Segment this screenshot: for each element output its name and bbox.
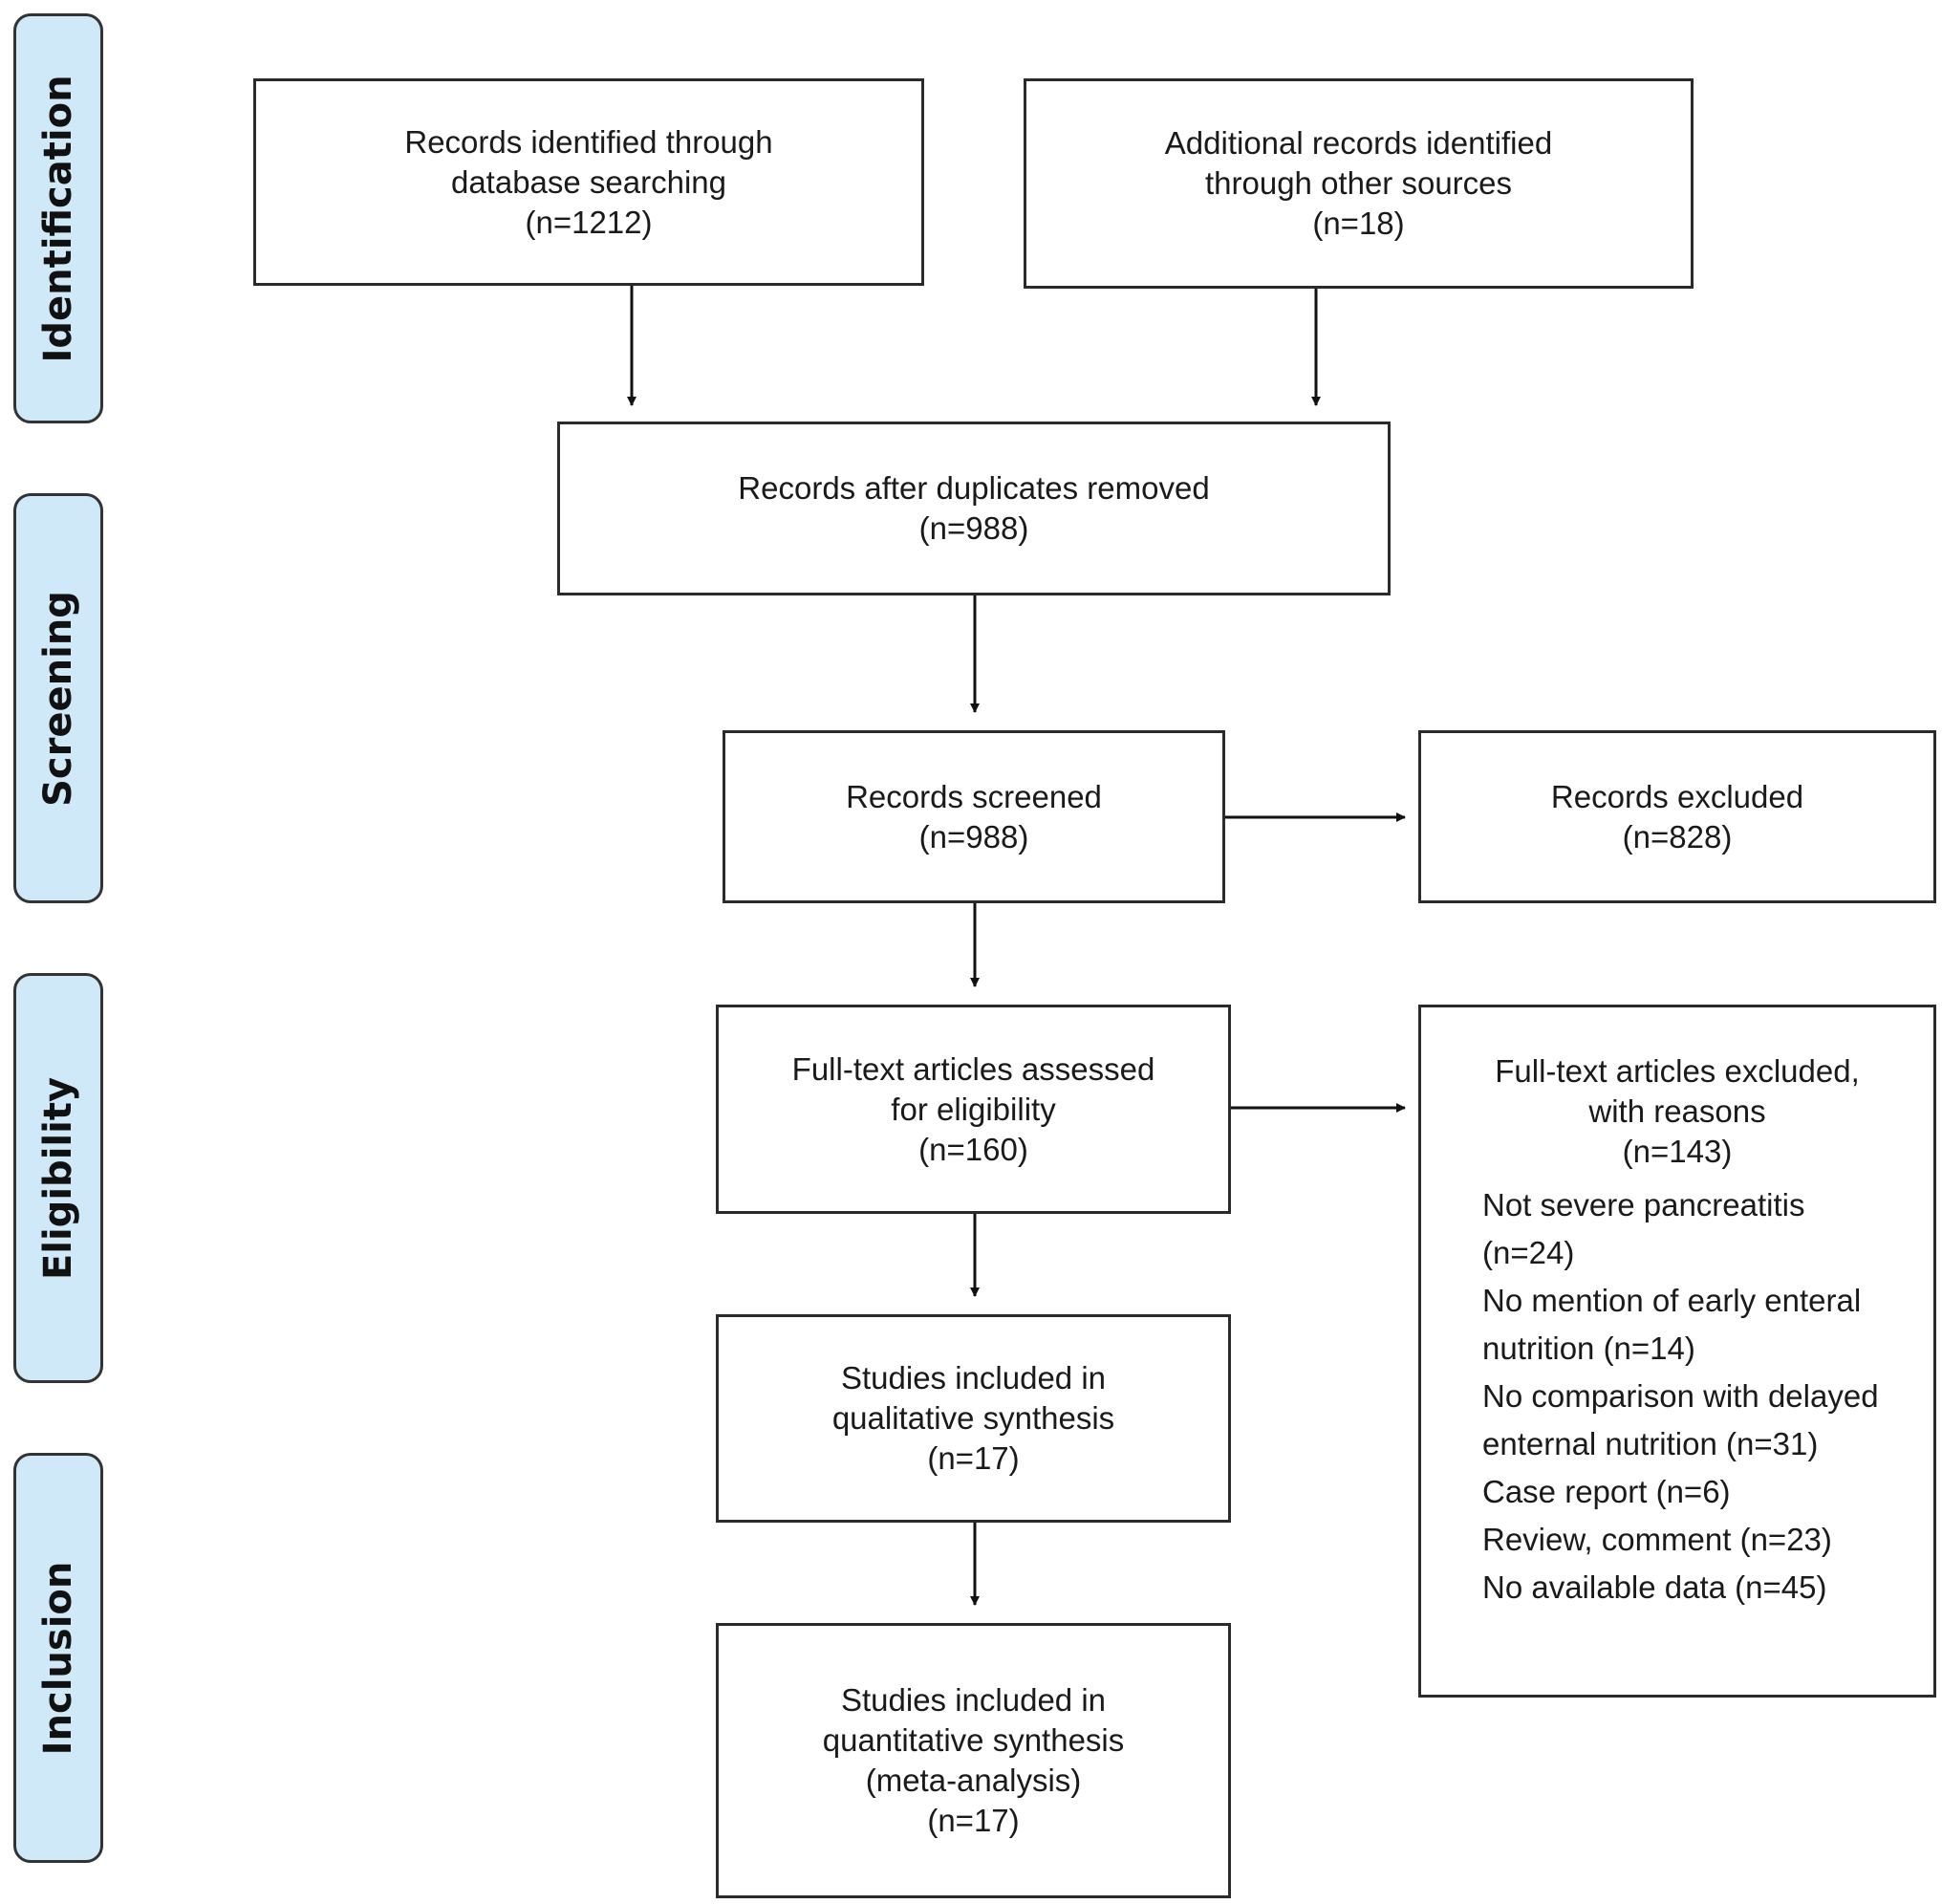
box-fulltext-excluded: Full-text articles excluded, with reason… [1418,1005,1936,1698]
reason-item: No comparison with delayed [1482,1378,1879,1414]
box-count: (n=988) [918,818,1029,855]
box-count: (n=988) [918,510,1029,546]
box-count: (n=18) [1312,206,1405,241]
box-text: through other sources [1204,165,1513,201]
box-text: Studies included in [840,1360,1107,1396]
box-other-sources: Additional records identified through ot… [1024,78,1694,289]
box-records-screened: Records screened (n=988) [723,730,1225,903]
box-text: Studies included in [840,1682,1107,1718]
reason-item: enternal nutrition (n=31) [1482,1426,1819,1461]
reason-item: Not severe pancreatitis [1482,1187,1805,1222]
box-text: with reasons [1588,1093,1766,1129]
box-text: (meta-analysis) [865,1763,1082,1798]
box-text: Records excluded [1550,778,1804,814]
box-count: (n=160) [918,1131,1028,1167]
box-text: database searching [450,163,727,200]
box-text: Records identified through [404,123,773,160]
reason-item: No mention of early enteral [1482,1283,1862,1318]
box-database-records: Records identified through database sear… [253,78,924,286]
reason-item: No available data (n=45) [1482,1569,1827,1605]
box-count: (n=143) [1622,1134,1733,1169]
box-records-excluded: Records excluded (n=828) [1418,730,1936,903]
box-count: (n=17) [927,1440,1020,1476]
box-qualitative-synthesis: Studies included in qualitative synthesi… [716,1314,1231,1523]
phase-identification: Identification [13,13,103,423]
box-duplicates-removed: Records after duplicates removed (n=988) [557,422,1391,595]
box-text: for eligibility [891,1091,1056,1127]
phase-inclusion: Inclusion [13,1453,103,1863]
box-text: Records after duplicates removed [738,470,1210,506]
box-quantitative-synthesis: Studies included in quantitative synthes… [716,1623,1231,1898]
box-text: Full-text articles assessed [791,1050,1155,1087]
reason-item: Case report (n=6) [1482,1474,1731,1509]
reason-item: nutrition (n=14) [1482,1331,1695,1366]
box-text: Full-text articles excluded, [1495,1053,1860,1089]
phase-eligibility: Eligibility [13,973,103,1383]
box-count: (n=17) [927,1803,1020,1838]
exclusion-reasons-list: Not severe pancreatitis (n=24) No mentio… [1421,1181,1933,1612]
box-text: Additional records identified [1164,125,1553,161]
box-text: quantitative synthesis [822,1722,1125,1758]
box-fulltext-assessed: Full-text articles assessed for eligibil… [716,1005,1231,1214]
phase-screening: Screening [13,493,103,903]
reason-item: (n=24) [1482,1235,1575,1270]
box-text: qualitative synthesis [831,1400,1115,1436]
box-count: (n=1212) [525,204,653,240]
box-text: Records screened [846,778,1102,814]
reason-item: Review, comment (n=23) [1482,1522,1832,1557]
box-count: (n=828) [1622,818,1733,855]
